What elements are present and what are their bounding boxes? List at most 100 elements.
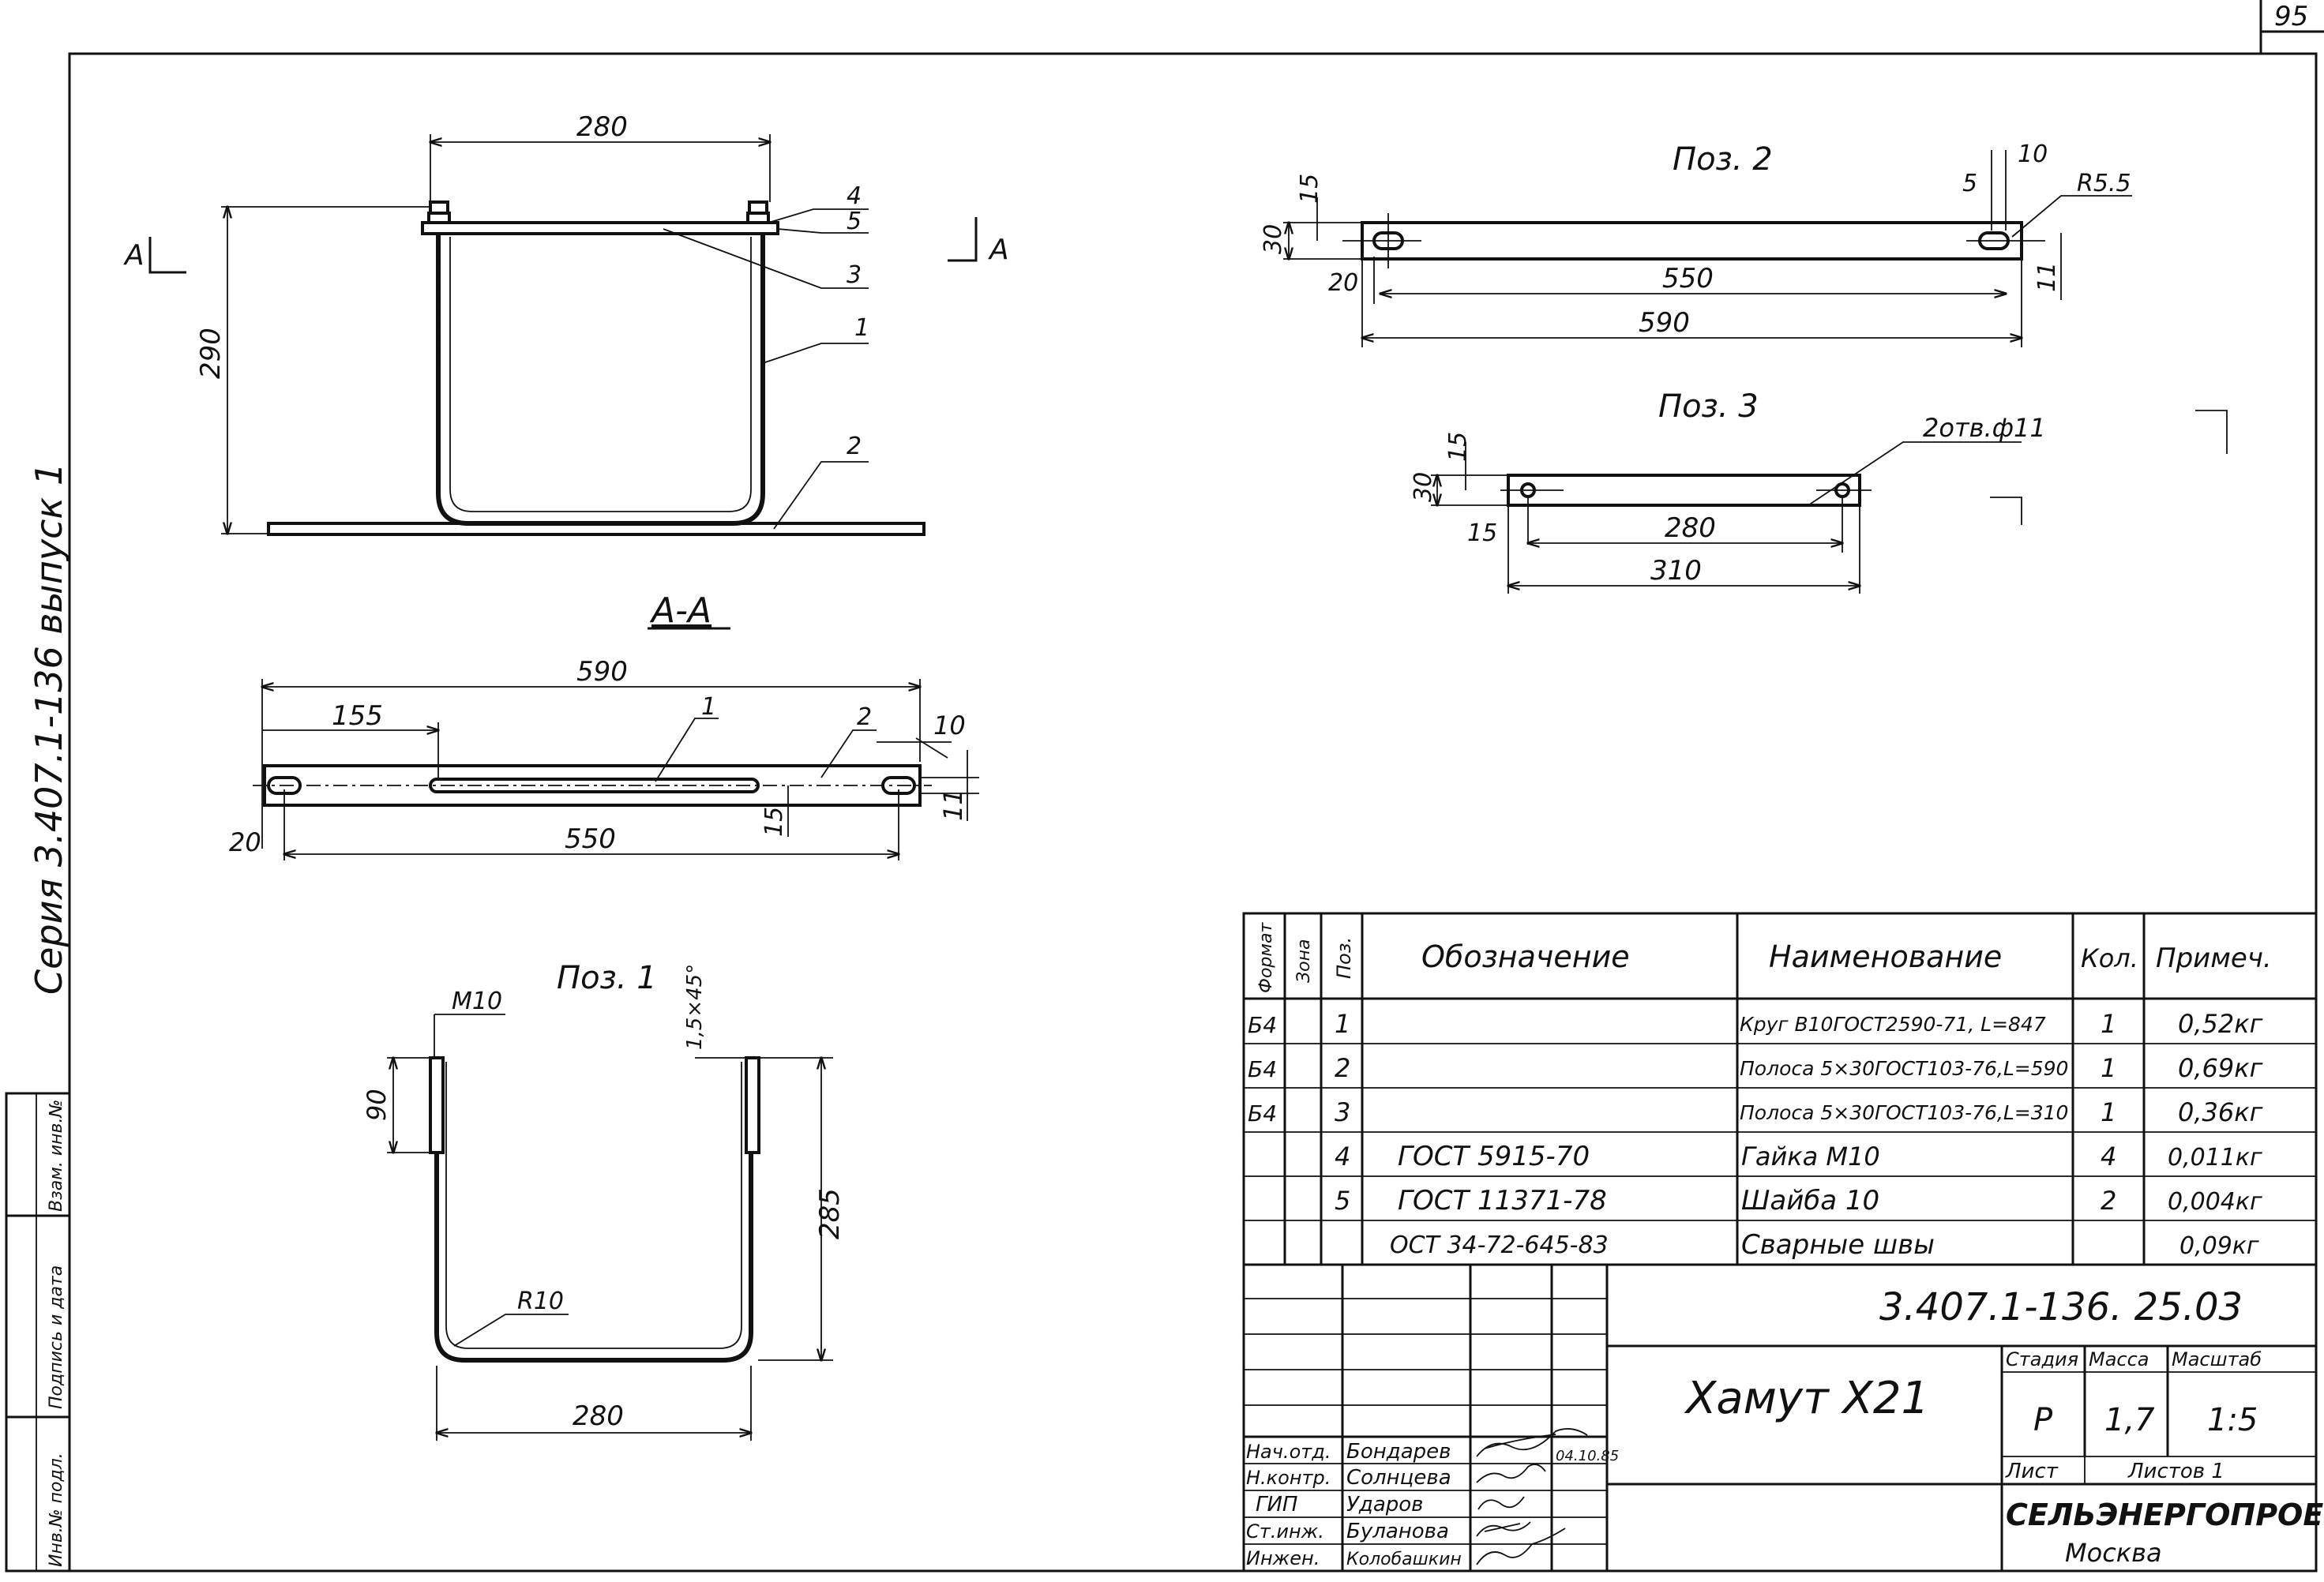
spec-table: Формат Зона Поз. Обозначение Наименовани… — [1242, 912, 2318, 1266]
signature-name: Солнцева — [1346, 1466, 1451, 1490]
section-aa-title: А-А — [649, 590, 711, 631]
spec-row-pos: 5 — [1335, 1186, 1350, 1216]
callout-2: 2 — [847, 433, 862, 460]
spec-row-designation: ОСТ 34-72-645-83 — [1390, 1231, 1609, 1259]
spec-row-pos: 2 — [1335, 1053, 1350, 1083]
pos1-radius: R10 — [517, 1288, 564, 1315]
pos3-dim-height: 30 — [1410, 472, 1437, 502]
callout-1: 1 — [854, 314, 869, 342]
spec-row: Б4 2 Полоса 5×30ГОСТ103-76,L=590 1 0,69к… — [1248, 1053, 2263, 1083]
scale-value: 1:5 — [2207, 1402, 2258, 1438]
signature-role: Нач.отд. — [1246, 1441, 1331, 1463]
pos2-dim-slot-off: 5 — [1962, 170, 1977, 197]
spec-row-qty: 4 — [2101, 1142, 2116, 1172]
pos1-thread-len: 90 — [362, 1089, 392, 1121]
sheet-number: 95 — [2274, 1, 2308, 32]
main-dim-width: 280 — [576, 111, 628, 143]
product-name: Хамут Х21 — [1684, 1373, 1929, 1424]
stage-header: Стадия — [2006, 1348, 2078, 1370]
organization: СЕЛЬЭНЕРГОПРОЕКТ — [2006, 1498, 2324, 1532]
pos1-chamfer: 1,5×45° — [683, 964, 707, 1050]
spec-row: Б4 1 Круг В10ГОСТ2590-71, L=847 1 0,52кг — [1248, 1009, 2263, 1039]
aa-dim-left: 155 — [332, 700, 383, 732]
side-box-inv: Инв.№ подл. — [47, 1453, 66, 1567]
spec-row-pos: 1 — [1335, 1009, 1350, 1039]
spec-row-format: Б4 — [1248, 1100, 1277, 1127]
aa-dim-hole-h: 11 — [938, 789, 968, 821]
pos1-width: 280 — [573, 1400, 624, 1432]
pos3-holes: 2отв.ф11 — [1923, 413, 2046, 443]
spec-row: ОСТ 34-72-645-83 Сварные швы 0,09кг — [1390, 1229, 2259, 1261]
aa-dim-offset: 15 — [760, 807, 788, 837]
spec-row-note: 0,004кг — [2168, 1188, 2262, 1216]
pos2-dim-inner: 550 — [1662, 263, 1714, 294]
spec-row-qty: 1 — [2101, 1053, 2116, 1083]
scale-header: Масштаб — [2172, 1348, 2262, 1370]
spec-header-zone: Зона — [1294, 939, 1314, 983]
handwritten-signatures — [1476, 1428, 1588, 1565]
sheet-label: Лист — [2005, 1460, 2059, 1483]
pos2-dim-edge: 20 — [1328, 269, 1358, 297]
aa-dim-hole-w: 10 — [933, 710, 966, 740]
aa-dim-bottom: 550 — [565, 823, 616, 855]
mass-header: Масса — [2089, 1348, 2149, 1370]
title-block: 3.407.1-136. 25.03 Хамут Х21 Стадия Масс… — [1242, 1263, 2324, 1573]
section-mark-left: А — [123, 239, 145, 272]
pos2-dim-height: 30 — [1260, 224, 1287, 254]
pos1-view: Поз. 1 М10 1,5×45° 285 90 R10 280 — [362, 960, 846, 1441]
main-dim-height: 290 — [195, 328, 227, 379]
sheets-label: Листов 1 — [2127, 1460, 2225, 1483]
spec-row-designation: ГОСТ 5915-70 — [1398, 1141, 1590, 1172]
spec-row-format: Б4 — [1248, 1012, 1277, 1038]
aa-callout-2: 2 — [857, 703, 872, 731]
spec-header-pos: Поз. — [1333, 937, 1355, 979]
spec-row: 4 ГОСТ 5915-70 Гайка М10 4 0,011кг — [1335, 1141, 2262, 1172]
pos3-dim-half: 15 — [1444, 432, 1472, 462]
callout-4: 4 — [847, 182, 862, 210]
side-box-sign: Подпись и дата — [47, 1265, 66, 1409]
section-aa-view: А-А 590 155 550 20 10 11 15 1 2 — [229, 590, 979, 860]
signature-name: Ударов — [1346, 1493, 1424, 1516]
signature-name: Буланова — [1346, 1520, 1449, 1543]
signature-role: Ст.инж. — [1246, 1520, 1324, 1543]
spec-row-qty: 2 — [2101, 1186, 2116, 1216]
sheet-frame — [68, 0, 2324, 1573]
signature-name: Колобашкин — [1346, 1550, 1462, 1569]
stage-value: Р — [2033, 1402, 2053, 1438]
signature-role: Н.контр. — [1246, 1467, 1331, 1489]
section-mark-right: А — [988, 234, 1009, 266]
pos3-dim-edge: 15 — [1467, 519, 1497, 547]
spec-row-note: 0,36кг — [2178, 1097, 2263, 1127]
pos3-title: Поз. 3 — [1658, 388, 1759, 425]
callout-3: 3 — [847, 261, 862, 289]
signature-name: Бондарев — [1346, 1440, 1451, 1464]
pos2-dim-half: 15 — [1296, 174, 1323, 204]
spec-row-pos: 4 — [1335, 1142, 1350, 1172]
spec-row-qty: 1 — [2101, 1009, 2116, 1039]
spec-row-format: Б4 — [1248, 1056, 1277, 1082]
city: Москва — [2065, 1538, 2162, 1568]
spec-row-name: Сварные швы — [1741, 1229, 1935, 1261]
spec-row: 5 ГОСТ 11371-78 Шайба 10 2 0,004кг — [1335, 1185, 2262, 1216]
spec-header-qty: Кол. — [2081, 943, 2138, 973]
spec-row-note: 0,09кг — [2179, 1232, 2259, 1260]
spec-row-name: Полоса 5×30ГОСТ103-76,L=590 — [1740, 1057, 2068, 1080]
pos2-title: Поз. 2 — [1673, 141, 1773, 178]
spec-row-qty: 1 — [2101, 1097, 2116, 1127]
spec-row-note: 0,52кг — [2178, 1009, 2263, 1039]
callout-5: 5 — [847, 208, 862, 235]
series-label: Серия 3.407.1-136 выпуск 1 — [28, 463, 70, 995]
spec-header-name: Наименование — [1769, 939, 2002, 974]
spec-row-name: Шайба 10 — [1741, 1185, 1879, 1216]
spec-row-designation: ГОСТ 11371-78 — [1398, 1185, 1607, 1216]
pos2-view: Поз. 2 30 15 20 550 590 10 5 R5.5 11 — [1260, 141, 2132, 347]
signature-role: Инжен. — [1246, 1547, 1320, 1569]
pos1-thread: М10 — [452, 988, 502, 1015]
corner-marks — [1990, 410, 2228, 525]
doc-code: 3.407.1-136. 25.03 — [1879, 1285, 2243, 1329]
aa-dim-edge: 20 — [229, 827, 261, 857]
spec-row-name: Круг В10ГОСТ2590-71, L=847 — [1740, 1013, 2046, 1036]
spec-row-name: Гайка М10 — [1741, 1142, 1880, 1172]
pos2-dim-slot: 10 — [2018, 141, 2048, 168]
